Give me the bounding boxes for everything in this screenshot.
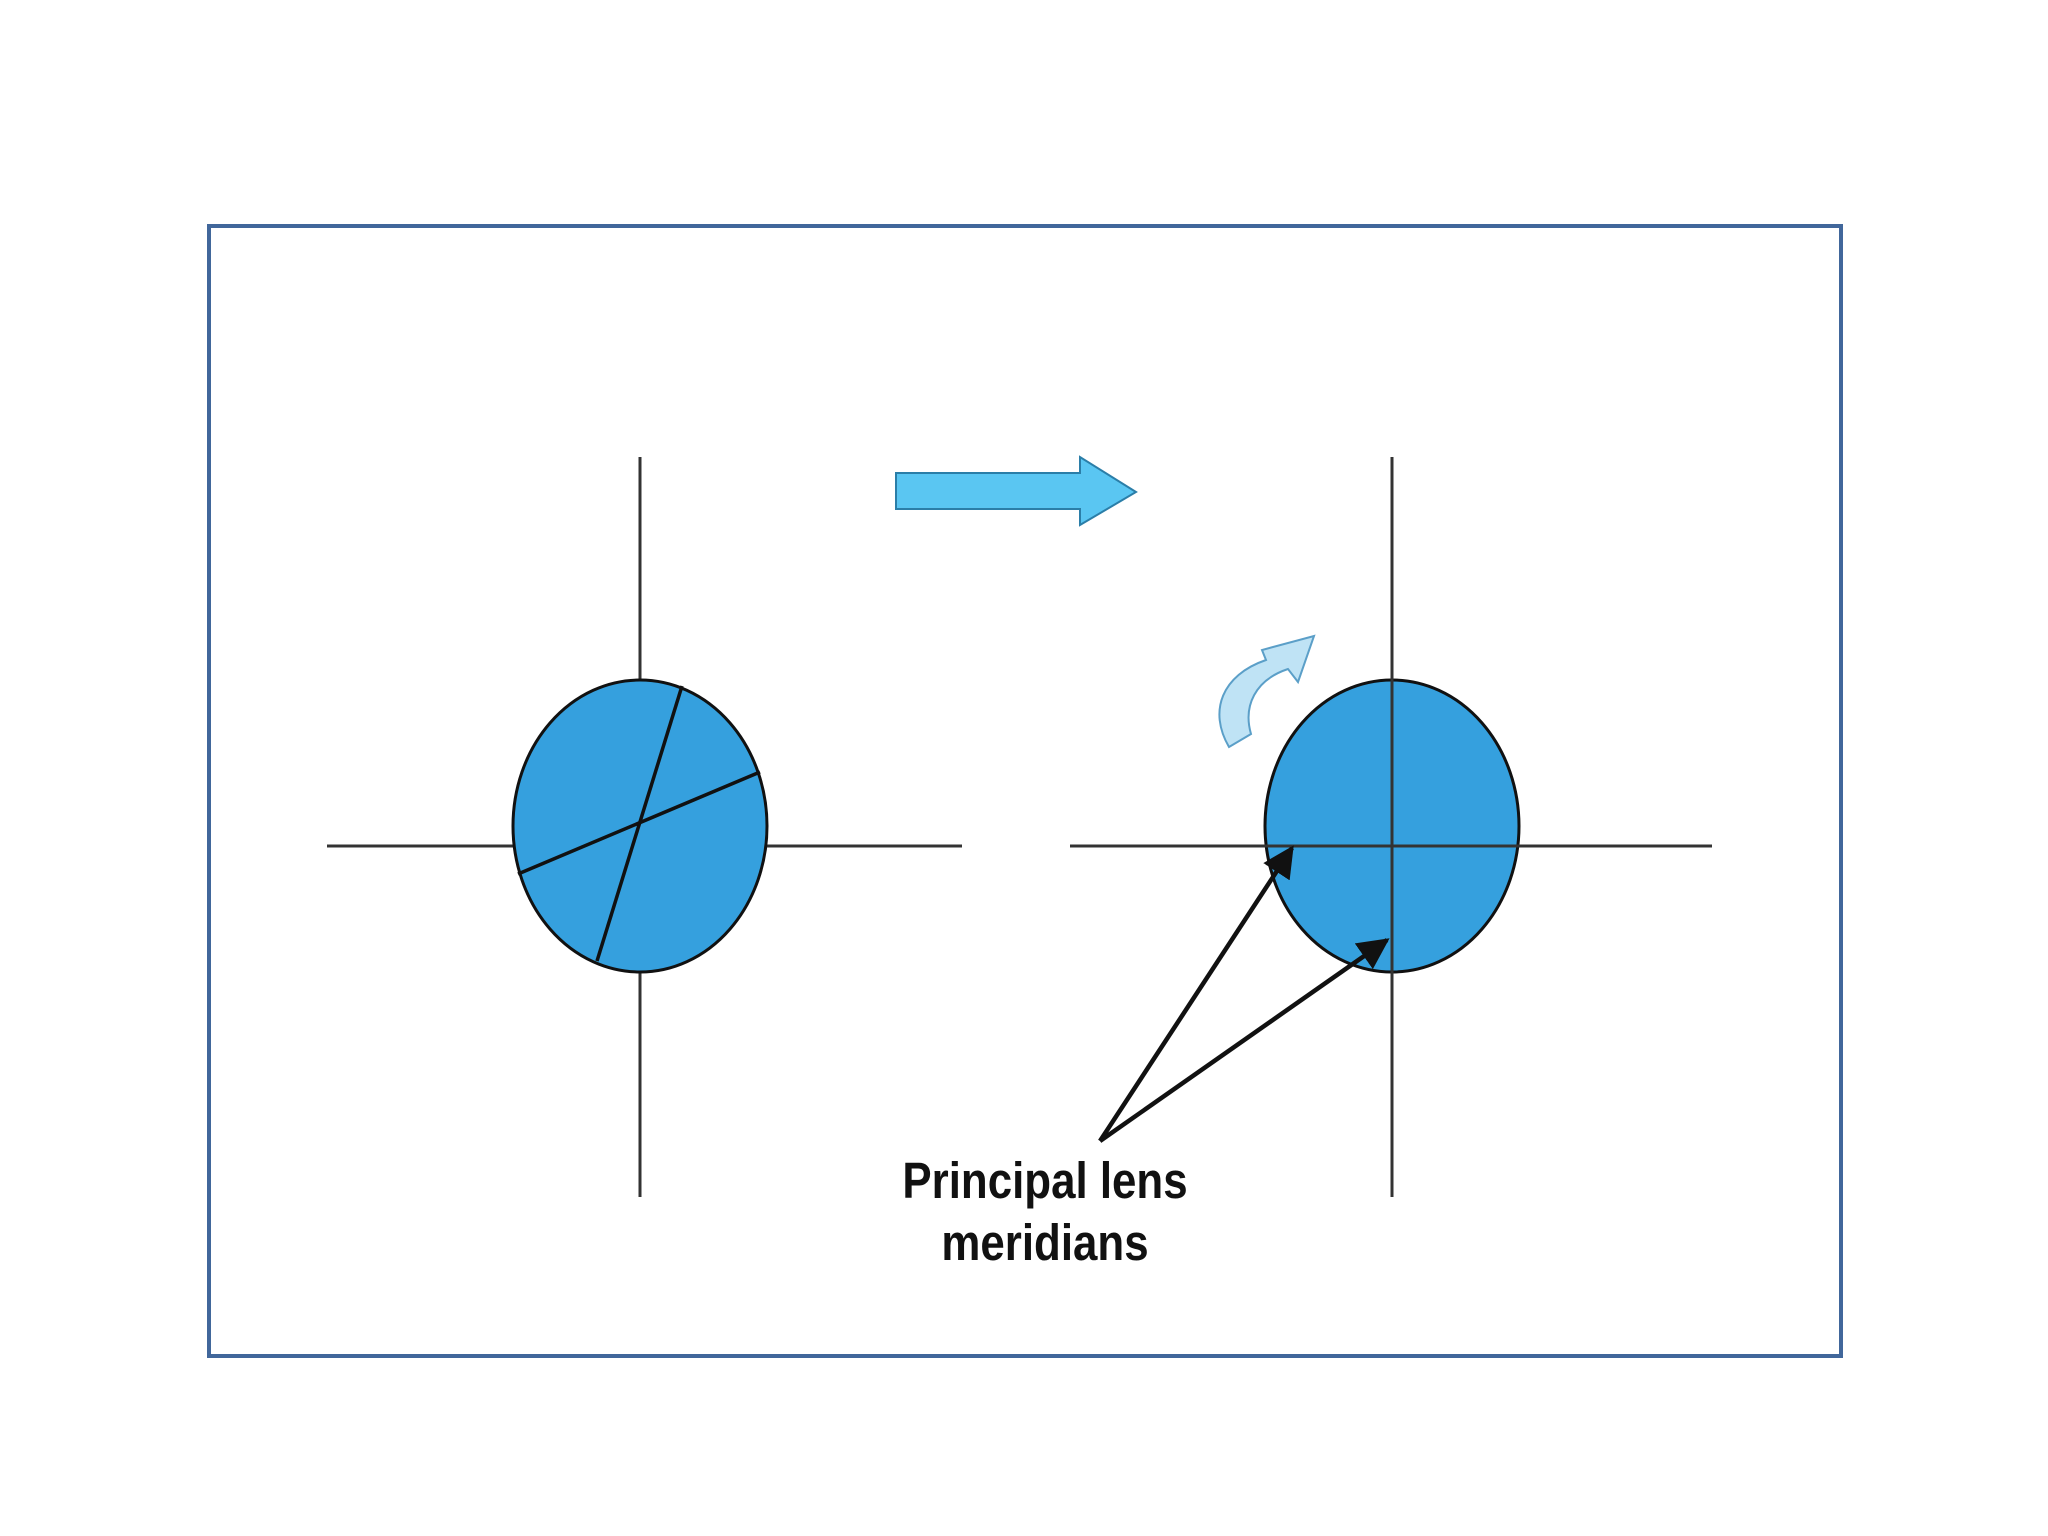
right-lens-group <box>1070 457 1712 1197</box>
caption-line-1: Principal lens <box>902 1152 1188 1209</box>
diagram-frame <box>207 224 1843 1358</box>
caption-line-2: meridians <box>941 1214 1149 1271</box>
left-lens-group <box>327 457 962 1197</box>
principal-lens-meridians-label: Principal lens meridians <box>834 1150 1255 1274</box>
pointer-arrow-to-horizontal-meridian <box>1098 845 1294 1143</box>
curved-rotation-arrow-icon <box>1218 634 1316 749</box>
pointer-arrow-to-vertical-meridian <box>1098 938 1390 1143</box>
left-lens-meridian-flat <box>517 770 761 876</box>
right-arrow-icon <box>895 455 1138 527</box>
